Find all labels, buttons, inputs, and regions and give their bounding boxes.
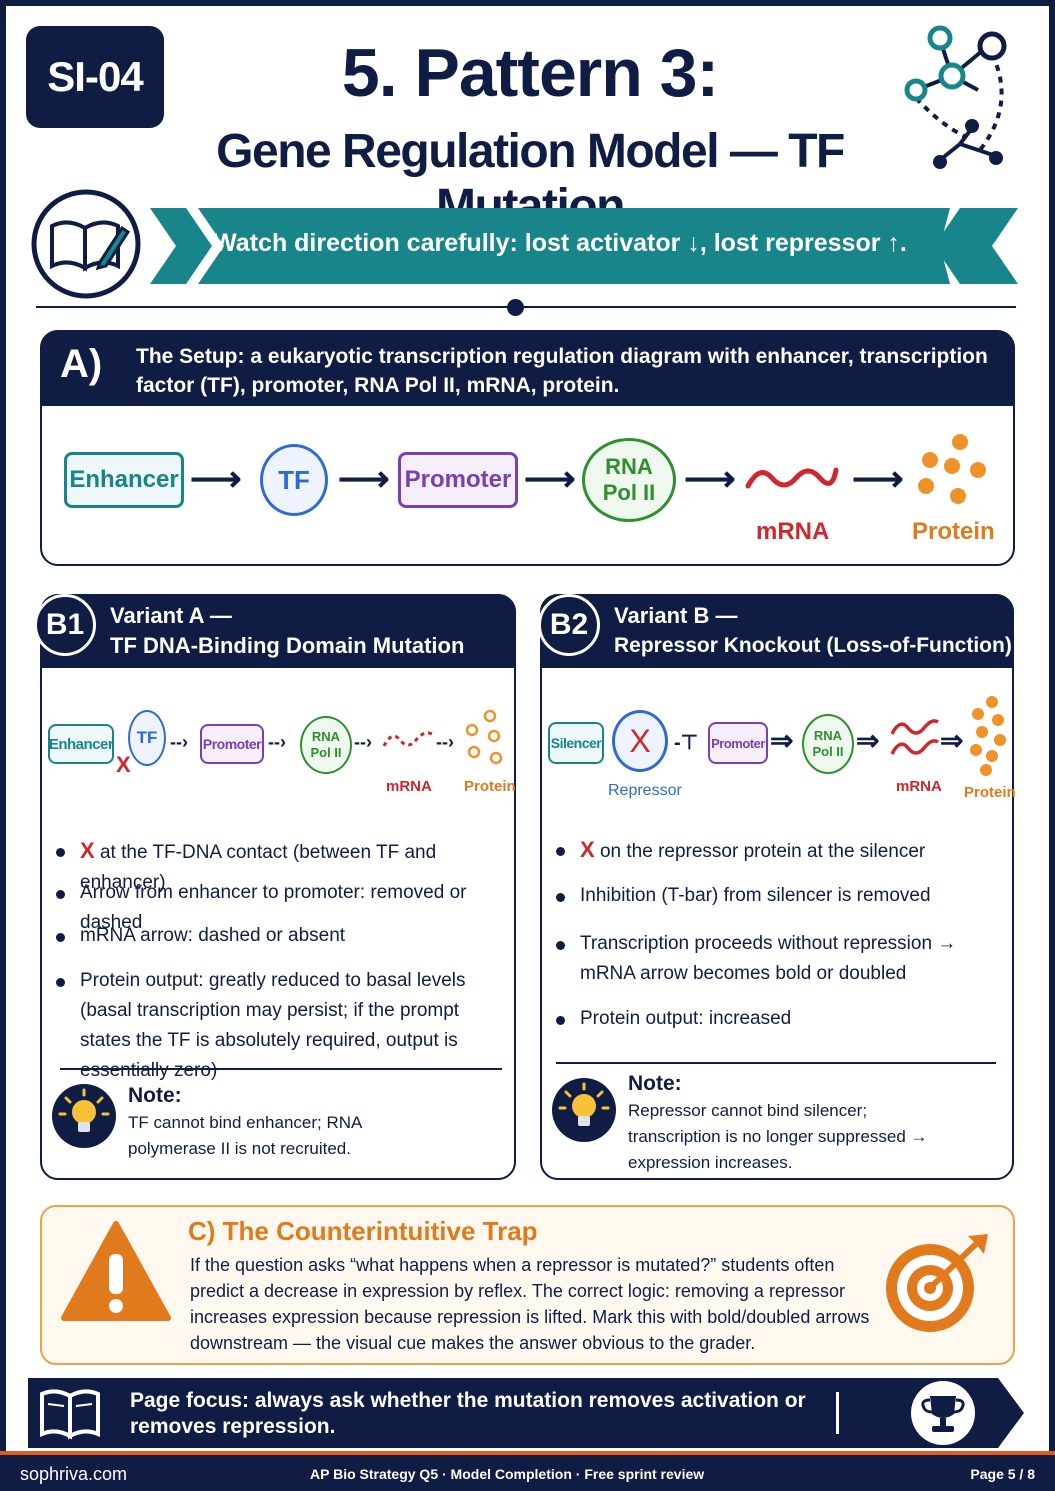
trophy-icon: [911, 1381, 975, 1445]
footer-course: AP Bio Strategy Q5 · Model Completion · …: [310, 1466, 705, 1482]
dashed-arrow: --›: [170, 732, 188, 752]
dashed-arrow: --›: [268, 732, 286, 752]
b2-note-text: Repressor cannot bind silencer; transcri…: [628, 1101, 928, 1172]
section-b2-title-line2: Repressor Knockout (Loss-of-Function): [614, 634, 1012, 657]
rna-pol-node-small: RNA Pol II: [300, 716, 352, 774]
target-icon: [886, 1234, 988, 1332]
protein-reduced-icon: [465, 709, 503, 765]
focus-text: Page focus: always ask whether the mutat…: [130, 1389, 806, 1438]
footer-site[interactable]: sophriva.com: [20, 1464, 128, 1484]
section-a-header: [40, 330, 1015, 406]
b2-bullet-1: X on the repressor protein at the silenc…: [556, 835, 1000, 867]
b2-note-divider: [556, 1062, 996, 1064]
open-book-icon: [40, 1389, 100, 1440]
section-b2-title-line1: Variant B —: [614, 603, 738, 628]
promoter-node-small: Promoter: [200, 724, 264, 764]
tf-node: TF: [260, 444, 328, 516]
tip-banner-text: Watch direction carefully: lost activato…: [213, 229, 907, 257]
dashed-arrow: --›: [354, 732, 372, 752]
bold-arrow: ⇒: [856, 725, 880, 756]
rna-pol-node-small: RNA Pol II: [802, 714, 854, 774]
tip-banner: [150, 208, 1018, 284]
focus-bar: [28, 1378, 1024, 1448]
page-title: 5. Pattern 3:: [341, 35, 719, 111]
divider: [36, 306, 1016, 308]
b1-bullet-3: mRNA arrow: dashed or absent: [56, 921, 510, 951]
b1-note-divider: [60, 1068, 502, 1070]
b1-bullet-2: Arrow from enhancer to promoter: removed…: [56, 878, 510, 938]
book-pencil-icon: [31, 189, 141, 299]
silencer-node-small: Silencer: [548, 722, 604, 764]
enhancer-node: Enhancer: [64, 452, 184, 508]
repressor-x-mark: X: [629, 722, 651, 759]
page-subtitle: Gene Regulation Model — TF Mutation: [216, 125, 845, 233]
mrna-dashed-wave-icon: [382, 731, 433, 747]
section-b1-title-line1: Variant A —: [110, 603, 232, 628]
b1-bullet-1: X at the TF-DNA contact (between TF and …: [56, 836, 510, 898]
section-b1-title-line2: TF DNA-Binding Domain Mutation: [110, 633, 465, 658]
b1-note-text: TF cannot bind enhancer; RNA polymerase …: [128, 1113, 362, 1158]
b1-note-title: Note:: [128, 1084, 182, 1107]
lightbulb-icon: [52, 1084, 116, 1148]
b1-bullet-4: Protein output: greatly reduced to basal…: [56, 966, 508, 1086]
contact-x-mark: X: [116, 752, 131, 777]
arrow: ⟶: [338, 458, 390, 499]
section-a-description: The Setup: a eukaryotic transcription re…: [136, 345, 988, 397]
b2-note-title: Note:: [628, 1072, 682, 1095]
mrna-wave-icon: [745, 467, 839, 489]
arrow: ⟶: [852, 458, 904, 499]
promoter-node-small: Promoter: [708, 722, 768, 764]
protein-label-small: Protein: [464, 778, 516, 795]
arrow: ⟶: [190, 458, 242, 499]
warning-icon: [61, 1221, 171, 1321]
protein-dots-icon: [918, 434, 986, 504]
b2-bullet-3: Transcription proceeds without repressio…: [556, 929, 980, 989]
footer-bar: sophriva.com AP Bio Strategy Q5 · Model …: [0, 1451, 1055, 1491]
section-b2-badge: B2: [538, 594, 600, 656]
section-c-title: C) The Counterintuitive Trap: [188, 1216, 538, 1246]
network-icon: [904, 25, 1007, 169]
protein-label-small: Protein: [964, 784, 1016, 801]
section-b1-header: [40, 594, 516, 668]
arrow: ⟶: [684, 458, 736, 499]
section-a-letter: A): [60, 342, 103, 386]
arrow: ⟶: [524, 458, 576, 499]
t-bar-removed: -⊤: [674, 732, 699, 754]
tf-node-small: TF: [128, 710, 166, 766]
enhancer-node-small: Enhancer: [48, 724, 114, 764]
b2-bullet-2: Inhibition (T-bar) from silencer is remo…: [556, 881, 1000, 911]
repressor-node: X: [612, 710, 668, 772]
mrna-label-small: mRNA: [386, 778, 432, 795]
section-badge: SI-04: [26, 26, 164, 128]
mrna-double-wave-icon: [890, 719, 939, 755]
lightbulb-icon: [552, 1078, 616, 1142]
protein-increased-icon: [970, 696, 1006, 776]
rna-pol-node: RNA Pol II: [582, 438, 676, 522]
divider-dot: [507, 299, 524, 316]
promoter-node: Promoter: [398, 452, 518, 508]
b2-bullet-4: Protein output: increased: [556, 1004, 1000, 1034]
section-c-body: If the question asks “what happens when …: [190, 1255, 870, 1353]
protein-label: Protein: [912, 518, 995, 545]
dashed-arrow: --›: [436, 732, 454, 752]
focus-separator: [836, 1392, 839, 1434]
section-b2-header: [540, 594, 1014, 668]
mrna-label-small: mRNA: [896, 778, 942, 795]
repressor-label: Repressor: [608, 782, 682, 799]
bold-arrow: ⇒: [940, 725, 964, 756]
mrna-label: mRNA: [756, 518, 830, 545]
section-b1-badge: B1: [34, 594, 96, 656]
footer-page-number: Page 5 / 8: [970, 1466, 1035, 1482]
bold-arrow: ⇒: [770, 725, 794, 756]
section-c-box: [40, 1205, 1015, 1365]
